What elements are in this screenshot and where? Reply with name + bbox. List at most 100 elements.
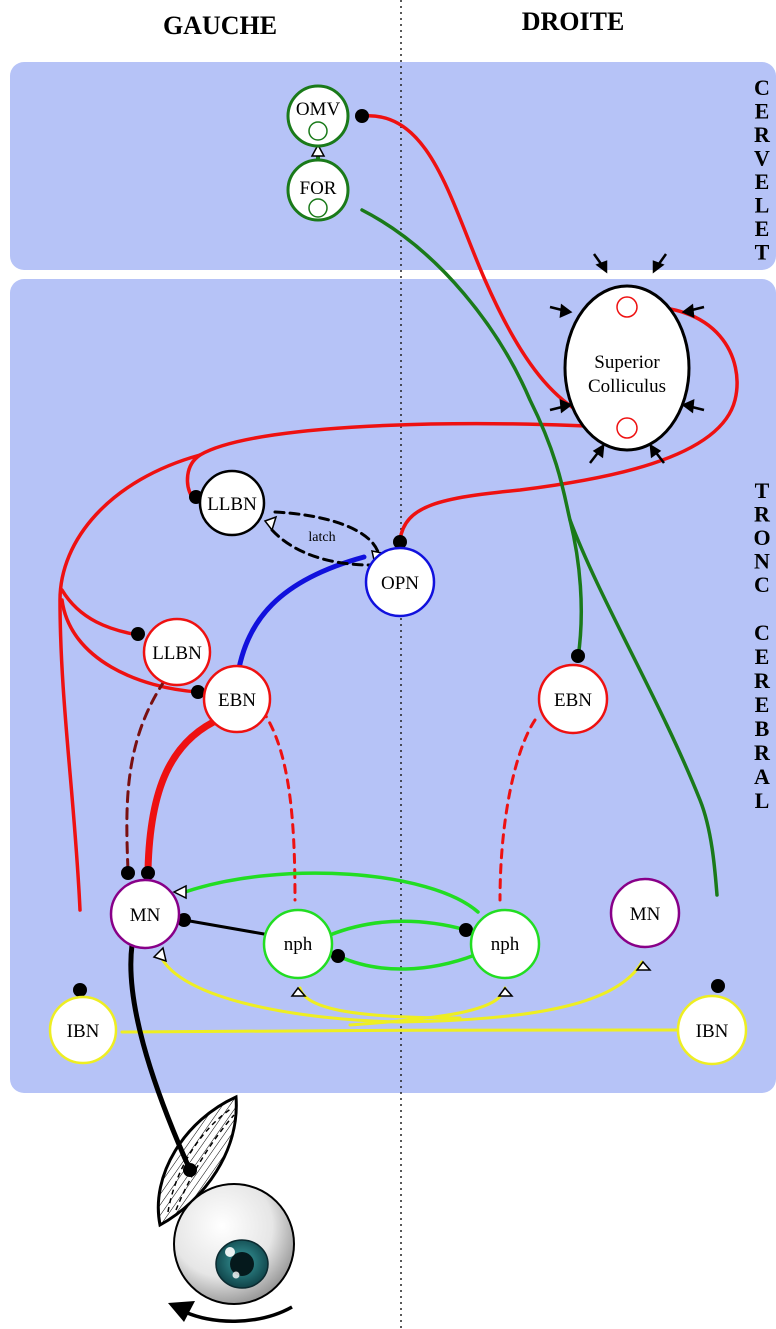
left-to-llbn-path xyxy=(60,588,140,637)
synapse-omv xyxy=(355,109,369,123)
brainstem-label-bottom-letter: R xyxy=(754,740,771,765)
nph-right-label: nph xyxy=(491,934,520,955)
omv-label: OMV xyxy=(296,99,341,120)
ibn-left-label: IBN xyxy=(67,1021,100,1042)
sc-input-arrows xyxy=(549,253,705,464)
brainstem-label-bottom-letter: B xyxy=(755,716,770,741)
header-left: GAUCHE xyxy=(163,11,277,40)
for-label: FOR xyxy=(300,178,337,199)
brainstem-label-top-letter: C xyxy=(754,572,770,597)
synapse-ibn-right xyxy=(711,979,725,993)
cerebellum-panel xyxy=(10,62,776,270)
mn-left-node: MN xyxy=(109,878,181,950)
nph-lower-link xyxy=(336,953,477,971)
brainstem-label-top-letter: N xyxy=(754,549,770,574)
latch-upper xyxy=(273,510,380,554)
sc-label-line1: Superior xyxy=(594,352,660,373)
synapse-ibn-left xyxy=(73,983,87,997)
for-node: FOR xyxy=(286,158,350,222)
ibn-left-to-ibn-right xyxy=(120,1028,682,1034)
rotation-arrow-icon xyxy=(168,1301,293,1323)
ibn-left-node: IBN xyxy=(48,995,118,1065)
cerebellum-label-letter: E xyxy=(755,169,770,194)
synapse-opn xyxy=(393,535,407,549)
ebn-left-label: EBN xyxy=(218,690,256,711)
cerebellum-label-letter: E xyxy=(755,216,770,241)
sc-to-opn-path xyxy=(398,304,739,542)
ibn-right-label: IBN xyxy=(696,1021,729,1042)
latch-lower xyxy=(270,528,372,567)
synapse-llbn-left xyxy=(131,627,145,641)
synapse-ebn-left xyxy=(191,685,205,699)
llbn-to-mn-path xyxy=(125,678,167,872)
yellow-to-mn-left xyxy=(158,953,402,1024)
cerebellum-label-letter: L xyxy=(755,193,770,218)
brainstem-label-bottom-letter: E xyxy=(755,692,770,717)
triangle-nph-right-yellow xyxy=(497,986,514,997)
triangle-omv-for xyxy=(310,143,326,157)
cerebellum-label-letter: V xyxy=(754,146,770,171)
ebn-right-to-nph-path xyxy=(498,718,537,902)
triangle-mn-right-yellow xyxy=(635,960,652,971)
eye-muscle-icon xyxy=(156,1094,238,1228)
sc-to-left-path xyxy=(58,421,624,912)
triangle-llbn-latch xyxy=(263,515,278,532)
brainstem-label-bottom-letter: E xyxy=(755,644,770,669)
omv-node: OMV xyxy=(286,84,350,148)
ebn-right-label: EBN xyxy=(554,690,592,711)
triangle-nph-left-yellow xyxy=(290,986,307,997)
nph-to-mn-link xyxy=(182,918,266,936)
mn-to-muscle-path xyxy=(128,942,193,1173)
brainstem-label-top-letter: O xyxy=(753,525,770,550)
llbn-left-label: LLBN xyxy=(152,643,202,664)
for-to-ebn-path xyxy=(568,518,584,660)
cerebellum-label-letter: R xyxy=(754,122,771,147)
superior-colliculus-node: Superior Colliculus xyxy=(549,253,705,464)
cerebellum-label-letter: T xyxy=(755,240,770,265)
nph-left-label: nph xyxy=(284,934,313,955)
synapse-mn-a xyxy=(121,866,135,880)
brainstem-label-top-letter: T xyxy=(755,478,770,503)
synapse-ebn-right xyxy=(571,649,585,663)
llbn-top-label: LLBN xyxy=(207,494,257,515)
opn-to-ebn-path xyxy=(234,554,367,683)
nph-right-node: nph xyxy=(469,908,541,980)
ibn-right-node: IBN xyxy=(676,994,748,1066)
eyeball-icon xyxy=(173,1183,295,1305)
brainstem-label-bottom-letter: C xyxy=(754,620,770,645)
cerebellum-label-letter: E xyxy=(755,99,770,124)
ebn-right-node: EBN xyxy=(537,663,609,735)
header-right: DROITE xyxy=(522,7,625,36)
opn-node: OPN xyxy=(364,546,436,618)
synapse-nph-right xyxy=(459,923,473,937)
opn-label: OPN xyxy=(381,573,419,594)
latch-label: latch xyxy=(308,530,335,545)
synapse-nph-mn xyxy=(177,913,191,927)
synapse-nph-left xyxy=(331,949,345,963)
llbn-left-node: LLBN xyxy=(142,617,212,687)
mn-nph-loop xyxy=(183,871,480,914)
triangle-mn-yellow xyxy=(152,946,168,963)
brainstem-label-bottom-letter: R xyxy=(754,668,771,693)
mn-left-label: MN xyxy=(130,905,161,926)
brainstem-label-bottom-letter: A xyxy=(754,764,770,789)
triangle-mn-green xyxy=(172,884,187,900)
nph-left-node: nph xyxy=(262,908,334,980)
sc-label-line2: Colliculus xyxy=(588,376,666,397)
llbn-top-node: LLBN xyxy=(198,469,266,537)
brainstem-label-bottom-letter: L xyxy=(755,788,770,813)
yellow-to-mn-right xyxy=(398,960,644,1024)
synapse-mn-b xyxy=(141,866,155,880)
mn-right-node: MN xyxy=(609,877,681,949)
ebn-left-node: EBN xyxy=(202,664,272,734)
ebn-left-to-nph-path xyxy=(260,708,297,902)
mn-right-label: MN xyxy=(630,904,661,925)
left-to-ebn-path xyxy=(60,598,200,694)
cerebellum-label-letter: C xyxy=(754,75,770,100)
brainstem-label-top-letter: R xyxy=(754,502,771,527)
brainstem-panel xyxy=(10,279,776,1093)
nph-upper-link xyxy=(328,919,468,937)
